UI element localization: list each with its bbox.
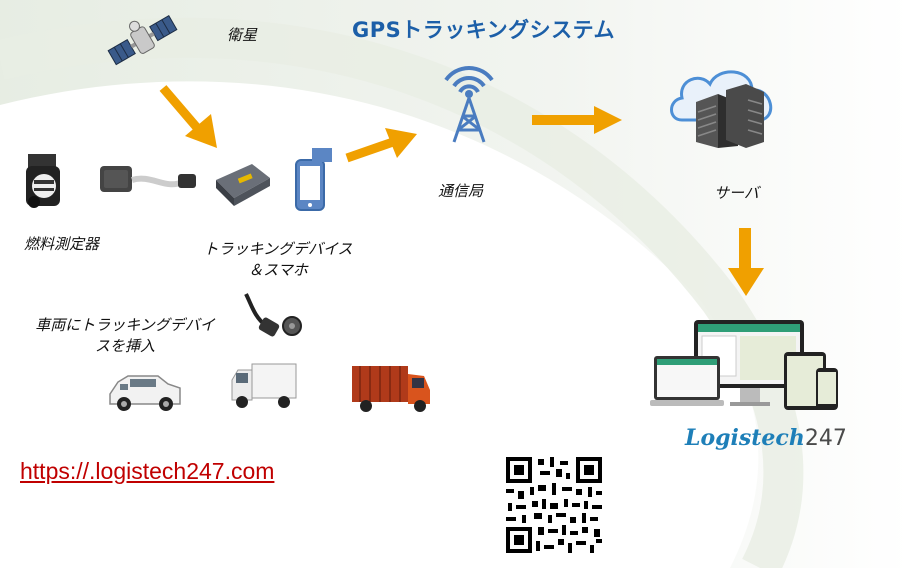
brand-name: Logistech	[685, 425, 805, 451]
satellite-icon	[107, 15, 178, 66]
van-truck-icon	[231, 363, 297, 408]
arrow-device-to-tower	[345, 128, 417, 163]
smartphone-icon	[295, 148, 332, 211]
satellite-label: 衛星	[227, 26, 258, 44]
arrow-tower-to-server	[532, 106, 622, 134]
arrow-server-to-devices	[728, 228, 764, 296]
cell-tower-icon	[444, 66, 494, 143]
brand-logo: Logistech247	[685, 425, 847, 451]
fuel-sensor-label: 燃料測定器	[24, 235, 100, 253]
arrow-satellite-to-device	[159, 85, 217, 148]
cable-icon	[244, 293, 302, 337]
cloud-server-icon	[670, 70, 773, 148]
qr-code-icon	[504, 455, 604, 555]
cell-tower-label: 通信局	[438, 182, 484, 200]
devices-icon	[650, 320, 838, 410]
tracking-device-label-line1: トラッキングデバイス	[203, 240, 353, 258]
suv-icon	[109, 375, 181, 411]
tracking-device-label: トラッキングデバイス ＆スマホ	[188, 238, 368, 280]
insert-device-label-line1: 車両にトラッキングデバイ	[35, 316, 215, 334]
tracking-device-label-line2: ＆スマホ	[248, 261, 308, 279]
insert-device-label-line2: スを挿入	[94, 337, 155, 355]
tracking-device-icon	[216, 164, 270, 206]
page-title: GPSトラッキングシステム	[352, 18, 615, 42]
insert-device-label: 車両にトラッキングデバイ スを挿入	[18, 314, 232, 356]
obd-connector-icon	[100, 166, 196, 192]
website-link[interactable]: https://.logistech247.com	[20, 458, 275, 484]
cargo-truck-icon	[352, 366, 430, 412]
brand-number: 247	[804, 426, 847, 451]
server-label: サーバ	[714, 184, 759, 202]
fuel-sensor-icon	[26, 154, 60, 208]
